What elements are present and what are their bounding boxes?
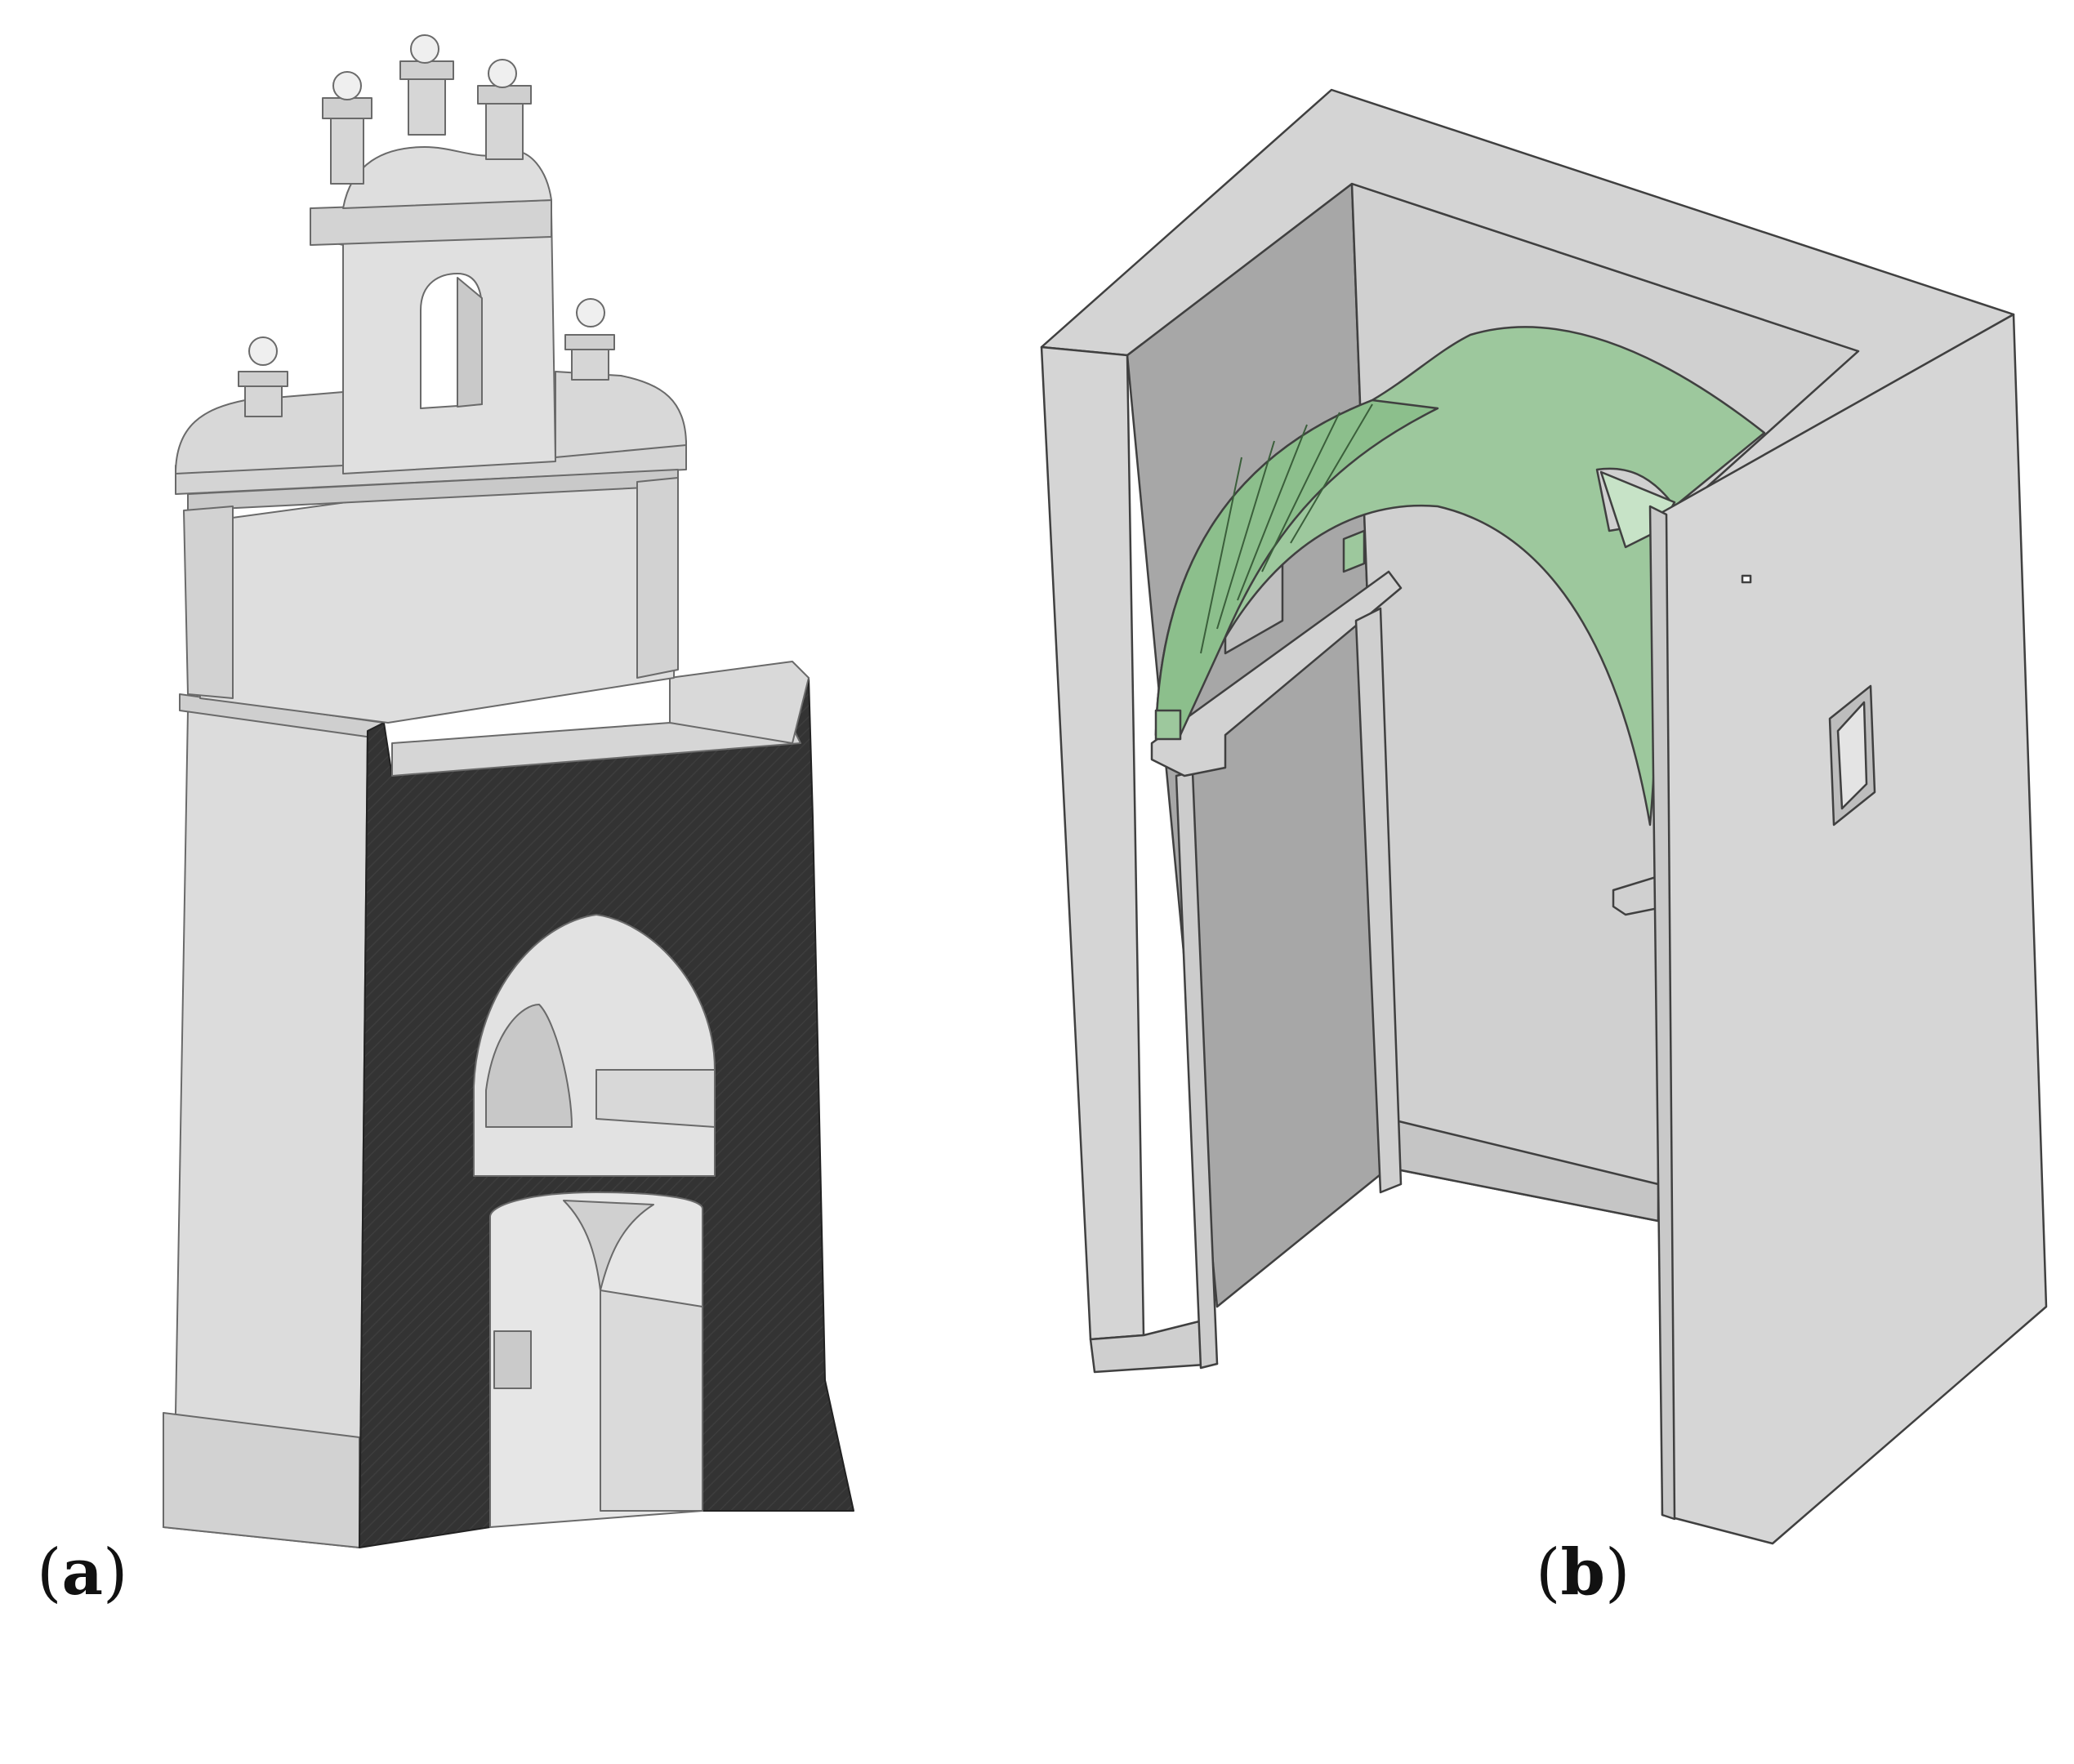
lower-arch-pier [600, 1290, 703, 1512]
outer-wall-right [1657, 313, 2048, 1545]
lintel-beam [1150, 570, 1403, 777]
tower-plinth [163, 1412, 360, 1548]
panel-label-a: (a) [37, 1535, 128, 1610]
parapet-right [669, 661, 810, 744]
lower-arch-bench [493, 1330, 532, 1389]
window-right-wall-inner [1836, 701, 1868, 810]
tower-top-slab [391, 722, 801, 777]
vault-section-model [1040, 88, 2048, 1545]
upper-arch-inner-shade [485, 1004, 573, 1128]
outer-wall-left [1040, 345, 1145, 1341]
vault-support-left [1154, 709, 1182, 741]
panel-label-b: (b) [1536, 1535, 1630, 1610]
bell-opening-shade [457, 277, 483, 408]
vault-support-mid [1342, 529, 1366, 573]
volute-right [555, 371, 687, 458]
outer-wall-right-edge [1648, 505, 1676, 1521]
pinnacle-group [238, 34, 615, 417]
belfry-pilaster-right [636, 477, 679, 679]
vault-ribs [1200, 403, 1373, 654]
belfry-pilaster-left [183, 506, 234, 699]
gable-crown [342, 146, 552, 209]
middle-post [1354, 607, 1403, 1194]
bell-tower-model [163, 34, 854, 1548]
vault-ribbed-end [1154, 399, 1439, 737]
wall-marker [1741, 574, 1752, 584]
upper-arch-ledge [595, 1069, 716, 1128]
